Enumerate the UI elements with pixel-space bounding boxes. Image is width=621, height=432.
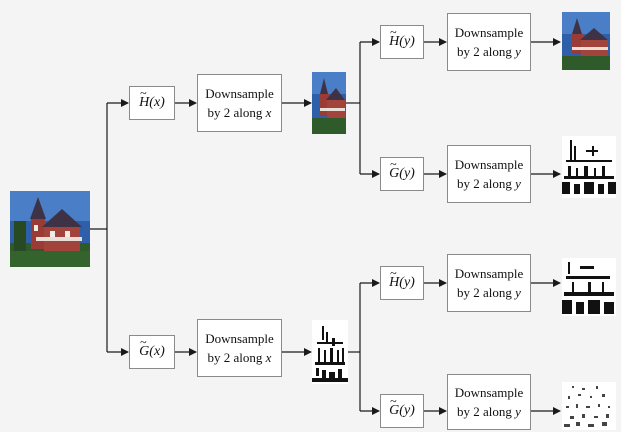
output-ll-image	[562, 12, 610, 70]
filter-gy-bottom: G(y)	[380, 394, 424, 428]
filter-hx: H(x)	[129, 86, 175, 120]
highpass-x-image	[312, 320, 348, 384]
filter-hy-top: H(y)	[380, 25, 424, 59]
downsample-y-2: Downsample by 2 along y	[447, 145, 531, 203]
filter-hx-symbol: H	[139, 86, 149, 111]
filter-hy-symbol: H	[389, 266, 399, 291]
filter-gx-symbol: G	[139, 335, 149, 360]
filter-gy-arg: (y)	[399, 166, 415, 181]
filter-hy-symbol: H	[389, 25, 399, 50]
downsample-axis-line: by 2 along x	[207, 105, 272, 120]
filter-hx-arg: (x)	[149, 95, 165, 110]
filter-gx: G(x)	[129, 335, 175, 369]
downsample-label: Downsample	[454, 266, 524, 281]
downsample-axis-line: by 2 along y	[457, 285, 521, 300]
downsample-label: Downsample	[454, 385, 524, 400]
filter-gy-arg: (y)	[399, 403, 415, 418]
downsample-x-bottom: Downsample by 2 along x	[197, 319, 282, 377]
downsample-axis-line: by 2 along y	[457, 44, 521, 59]
output-lh-image	[562, 136, 616, 198]
filter-gy-top: G(y)	[380, 157, 424, 191]
filter-gy-symbol: G	[389, 157, 399, 182]
downsample-y-4: Downsample by 2 along y	[447, 374, 531, 430]
downsample-label: Downsample	[454, 157, 524, 172]
downsample-axis-line: by 2 along y	[457, 404, 521, 419]
downsample-y-1: Downsample by 2 along y	[447, 13, 531, 71]
lowpass-x-image	[312, 72, 346, 134]
filter-gx-arg: (x)	[149, 344, 165, 359]
downsample-label: Downsample	[205, 331, 274, 346]
downsample-label: Downsample	[205, 86, 274, 101]
filter-gy-symbol: G	[389, 394, 399, 419]
output-hh-image	[562, 382, 616, 430]
filter-hy-arg: (y)	[399, 34, 415, 49]
downsample-axis-line: by 2 along y	[457, 176, 521, 191]
filter-hy-bottom: H(y)	[380, 266, 424, 300]
downsample-x-top: Downsample by 2 along x	[197, 74, 282, 132]
filter-hy-arg: (y)	[399, 275, 415, 290]
output-hl-image	[562, 258, 616, 316]
downsample-axis-line: by 2 along x	[207, 350, 272, 365]
downsample-y-3: Downsample by 2 along y	[447, 254, 531, 312]
input-image	[10, 191, 90, 267]
downsample-label: Downsample	[454, 25, 524, 40]
